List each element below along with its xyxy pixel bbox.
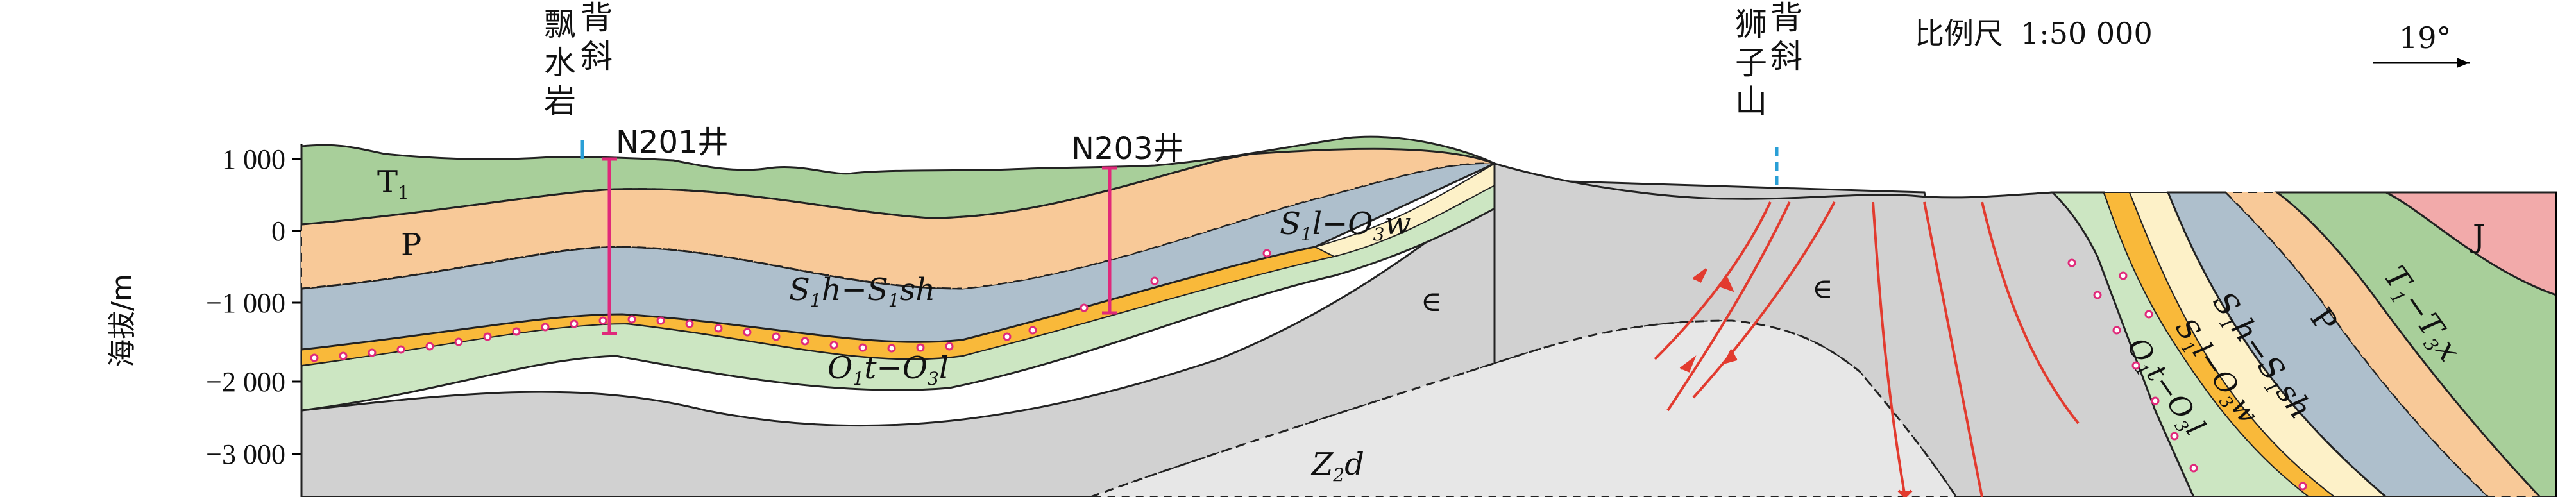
dashed-contacts xyxy=(301,153,1251,290)
tick-1000: 1 000 xyxy=(222,144,285,175)
well-n201-label: N201井 xyxy=(616,124,729,160)
anticline-2-char-3: 山 xyxy=(1735,83,1767,120)
anticline-1-suffix-1: 背 xyxy=(580,0,613,37)
wells: N201井 N203井 xyxy=(602,124,1184,335)
anticline-2-suffix-1: 背 xyxy=(1770,0,1802,37)
label-t1: T1 xyxy=(377,164,409,203)
label-cambrian-2: ∈ xyxy=(1812,273,1833,305)
well-n203-label: N203井 xyxy=(1071,131,1184,167)
tick-minus-2000: −2 000 xyxy=(206,366,285,398)
faults xyxy=(1654,201,2080,497)
anticline-axes: 飘 水 岩 背 斜 狮 子 山 背 斜 xyxy=(544,0,1802,186)
elevation-axis: 1 000 0 −1 000 −2 000 −3 000 海拔/m xyxy=(106,144,303,497)
anticline-2-suffix-2: 斜 xyxy=(1770,38,1802,75)
label-s1l-o3w: S1l−O3w xyxy=(1280,206,1411,245)
tick-0: 0 xyxy=(271,215,285,247)
label-s1h-s1sh: S1h−S1sh xyxy=(789,272,935,311)
label-j: J xyxy=(2470,219,2485,255)
scale-ratio: 1:50 000 xyxy=(2021,16,2153,51)
tick-minus-3000: −3 000 xyxy=(206,439,285,470)
anticline-2-char-2: 子 xyxy=(1735,44,1767,81)
anticline-2-char-1: 狮 xyxy=(1735,6,1767,43)
anticline-1-char-2: 水 xyxy=(544,44,576,81)
orientation-block: 19° xyxy=(2373,21,2470,68)
label-p: P xyxy=(401,227,421,263)
label-o1t-o3l: O1t−O3l xyxy=(827,350,949,389)
tick-minus-1000: −1 000 xyxy=(206,287,285,319)
label-cambrian-1: ∈ xyxy=(1421,285,1442,318)
orientation-angle: 19° xyxy=(2399,21,2452,55)
right-steep-block xyxy=(301,162,2557,497)
anticline-1-char-1: 飘 xyxy=(544,6,576,43)
scale-block: 比例尺 1:50 000 xyxy=(1915,16,2153,51)
elevation-axis-label: 海拔/m xyxy=(106,274,139,367)
scale-label: 比例尺 xyxy=(1915,16,2003,51)
label-z2d: Z2d xyxy=(1310,446,1364,485)
anticline-1-suffix-2: 斜 xyxy=(580,38,613,75)
anticline-1-char-3: 岩 xyxy=(544,83,576,120)
reservoir-markers xyxy=(310,249,2307,491)
